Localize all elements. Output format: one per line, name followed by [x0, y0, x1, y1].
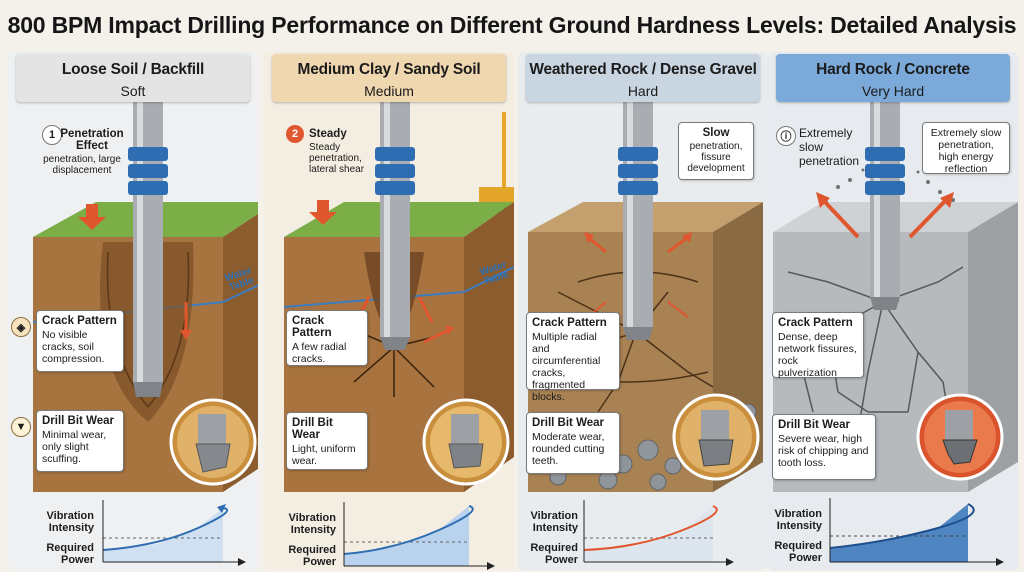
- wear-title: Drill Bit Wear: [292, 417, 333, 441]
- crack-text: Dense, deep network fissures, rock pulve…: [778, 331, 857, 379]
- soft-trend-chart: [102, 500, 246, 566]
- header-hardness: Hard: [627, 83, 659, 99]
- header-title: Loose Soil / Backfill: [61, 61, 205, 78]
- very-hard-trend-chart: [829, 498, 1004, 566]
- panel-hard: Weathered Rock / Dense Gravel Hard Slow …: [518, 52, 768, 570]
- effect-title: Steady: [309, 128, 347, 140]
- wear-title: Drill Bit Wear: [532, 417, 604, 429]
- power-label: Required Power: [46, 542, 94, 566]
- tooth-icon: ▼: [11, 417, 31, 437]
- header-hard: Weathered Rock / Dense Gravel Hard: [526, 54, 760, 102]
- header-very-hard: Hard Rock / Concrete Very Hard: [776, 54, 1010, 102]
- effect-title: Penetration Effect: [60, 128, 124, 152]
- power-label: Required Power: [530, 542, 578, 566]
- graph-hard: Vibration Intensity Required Power: [518, 492, 768, 570]
- panel-medium: Medium Clay / Sandy Soil Medium 2 Steady…: [264, 52, 514, 570]
- step-1-icon: 1: [42, 125, 62, 145]
- header-soft: Loose Soil / Backfill Soft: [16, 54, 250, 102]
- effect-text: penetration, fissure development: [687, 141, 745, 174]
- page-title: 800 BPM Impact Drilling Performance on D…: [7, 11, 1017, 38]
- crack-title: Crack Pattern: [778, 317, 853, 329]
- wear-title: Drill Bit Wear: [42, 415, 114, 427]
- vibration-label: Vibration Intensity: [46, 510, 94, 534]
- vibration-label: Vibration Intensity: [288, 512, 336, 536]
- effect-title: Slow: [702, 127, 730, 139]
- crack-title: Crack Pattern: [42, 315, 117, 327]
- header-hardness: Soft: [120, 83, 146, 99]
- header-medium: Medium Clay / Sandy Soil Medium: [272, 54, 506, 102]
- extremely-slow-callout: Extremely slow penetration: [799, 126, 860, 168]
- crack-text: Multiple radial and circumferential crac…: [532, 331, 601, 403]
- power-label: Required Power: [288, 544, 336, 568]
- panel-very-hard: Hard Rock / Concrete Very Hard ⓘ Extreme…: [768, 52, 1018, 570]
- panel-soft: Loose Soil / Backfill Soft 1 Penetration…: [8, 52, 258, 570]
- info-icon: ⓘ: [776, 126, 796, 146]
- crack-pattern-box: Crack Pattern A few radial cracks.: [286, 310, 368, 366]
- crack-pattern-box: Crack Pattern No visible cracks, soil co…: [36, 310, 124, 372]
- soil-icon: ◈: [11, 317, 31, 337]
- wear-text: Moderate wear, rounded cutting teeth.: [532, 431, 605, 467]
- crack-title: Crack Pattern: [292, 315, 332, 339]
- header-hardness: Very Hard: [861, 83, 925, 99]
- effect-text: Steady penetration, lateral shear: [309, 142, 365, 175]
- header-title: Hard Rock / Concrete: [816, 61, 970, 78]
- vibration-label: Vibration Intensity: [530, 510, 578, 534]
- graph-soft: Vibration Intensity Required Power: [8, 492, 258, 570]
- hard-trend-chart: [583, 500, 734, 566]
- crack-pattern-box: Crack Pattern Dense, deep network fissur…: [772, 312, 864, 379]
- drill-bit-wear-box: Drill Bit Wear Moderate wear, rounded cu…: [526, 412, 620, 474]
- crack-pattern-box: Crack Pattern Multiple radial and circum…: [526, 312, 620, 403]
- graph-medium: Vibration Intensity Required Power: [264, 492, 514, 570]
- wear-text: Severe wear, high risk of chipping and t…: [778, 433, 869, 469]
- crack-text: A few radial cracks.: [292, 341, 347, 365]
- drill-bit-wear-box: Drill Bit Wear Severe wear, high risk of…: [772, 414, 876, 480]
- step-2-icon: 2: [286, 125, 304, 143]
- power-label: Required Power: [774, 540, 822, 564]
- crack-text: No visible cracks, soil compression.: [42, 329, 105, 365]
- vibration-label: Vibration Intensity: [774, 508, 822, 532]
- steady-callout: Steady Steady penetration, lateral shear: [304, 124, 378, 180]
- soft-soil-illustration: [32, 102, 258, 492]
- graph-very-hard: Vibration Intensity Required Power: [768, 492, 1018, 570]
- wear-title: Drill Bit Wear: [778, 419, 850, 431]
- energy-reflection-callout: Extremely slow penetration, high energy …: [922, 122, 1010, 175]
- wear-text: Light, uniform wear.: [292, 443, 356, 467]
- penetration-effect-callout: Penetration Effect penetration, large di…: [34, 124, 130, 180]
- header-title: Medium Clay / Sandy Soil: [297, 61, 481, 78]
- drill-bit-wear-box: Drill Bit Wear Light, uniform wear.: [286, 412, 368, 470]
- header-title: Weathered Rock / Dense Gravel: [529, 61, 757, 78]
- wear-text: Minimal wear, only slight scuffing.: [42, 429, 107, 465]
- crack-title: Crack Pattern: [532, 317, 607, 329]
- medium-trend-chart: [343, 502, 495, 570]
- slow-callout: Slow penetration, fissure development: [678, 122, 754, 180]
- header-hardness: Medium: [364, 83, 414, 99]
- effect-text: penetration, large displacement: [43, 154, 121, 176]
- drill-bit-wear-box: Drill Bit Wear Minimal wear, only slight…: [36, 410, 124, 472]
